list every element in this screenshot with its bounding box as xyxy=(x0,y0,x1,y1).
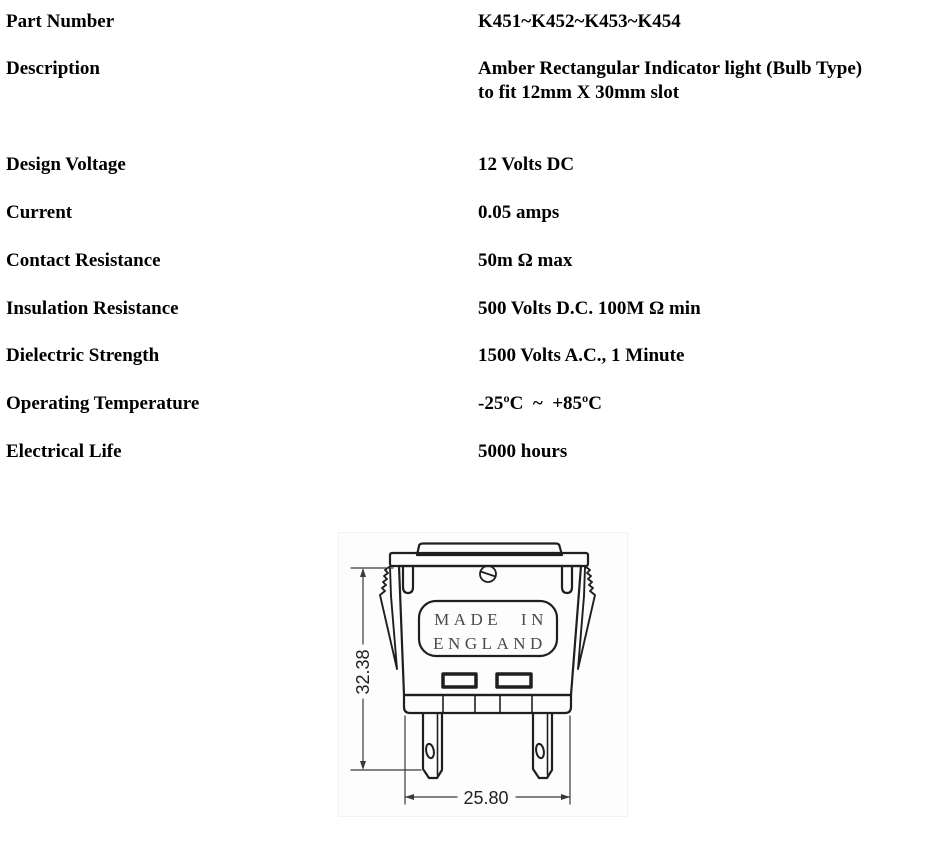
arrow-left-icon xyxy=(405,794,414,800)
right-window xyxy=(495,672,533,689)
dimension-group xyxy=(350,567,571,805)
spec-value: 12 Volts DC xyxy=(478,154,575,175)
left-window xyxy=(441,672,478,689)
right-channel xyxy=(560,565,574,595)
spec-label: Design Voltage xyxy=(6,154,126,175)
spec-value: 1500 Volts A.C., 1 Minute xyxy=(478,345,685,366)
spec-value: 5000 hours xyxy=(478,441,568,462)
spec-label: Electrical Life xyxy=(6,441,122,462)
dimension-text-group: 32.38 25.80 xyxy=(353,649,509,808)
badge-text-line2: ENGLAND xyxy=(433,634,547,653)
left-terminal xyxy=(421,711,444,780)
spec-value: 500 Volts D.C. 100M Ω min xyxy=(478,298,701,319)
spec-label: Dielectric Strength xyxy=(6,345,160,366)
left-spring-clip xyxy=(379,566,398,670)
right-terminal xyxy=(531,711,554,780)
spec-value: -25ºC ~ +85ºC xyxy=(478,393,603,414)
badge-text-group: MADE IN ENGLAND xyxy=(433,610,548,653)
lens-cap xyxy=(415,542,564,557)
spec-label: Current xyxy=(6,202,73,223)
badge-text-line1: MADE IN xyxy=(434,610,548,629)
technical-drawing: MADE IN ENGLAND 32.38 25.80 xyxy=(338,532,628,817)
indicator-light-front-view: MADE IN ENGLAND 32.38 25.80 xyxy=(350,542,596,808)
left-channel xyxy=(401,565,415,595)
part-outline-group xyxy=(379,542,596,780)
spec-value: 50m Ω max xyxy=(478,250,573,271)
spec-value: 0.05 amps xyxy=(478,202,560,223)
height-dimension-label: 32.38 xyxy=(353,649,373,694)
arrow-right-icon xyxy=(561,794,570,800)
arrow-up-icon xyxy=(360,568,366,577)
spec-value: K451~K452~K453~K454 xyxy=(478,11,681,32)
spec-label: Description xyxy=(6,58,100,79)
arrow-down-icon xyxy=(360,761,366,770)
right-terminal-hole xyxy=(535,742,545,760)
spec-label: Contact Resistance xyxy=(6,250,161,271)
left-terminal-hole xyxy=(425,742,435,760)
spec-label: Operating Temperature xyxy=(6,393,200,414)
spec-label: Insulation Resistance xyxy=(6,298,179,319)
spec-label: Part Number xyxy=(6,11,115,32)
body xyxy=(397,564,583,697)
spec-value: Amber Rectangular Indicator light (Bulb … xyxy=(478,58,863,103)
badge-outline xyxy=(417,599,559,658)
screw-slot xyxy=(479,570,497,578)
right-spring-clip xyxy=(577,566,596,670)
width-dimension-label: 25.80 xyxy=(463,788,508,808)
base-strip xyxy=(402,693,573,715)
screw-head-icon xyxy=(479,565,497,583)
